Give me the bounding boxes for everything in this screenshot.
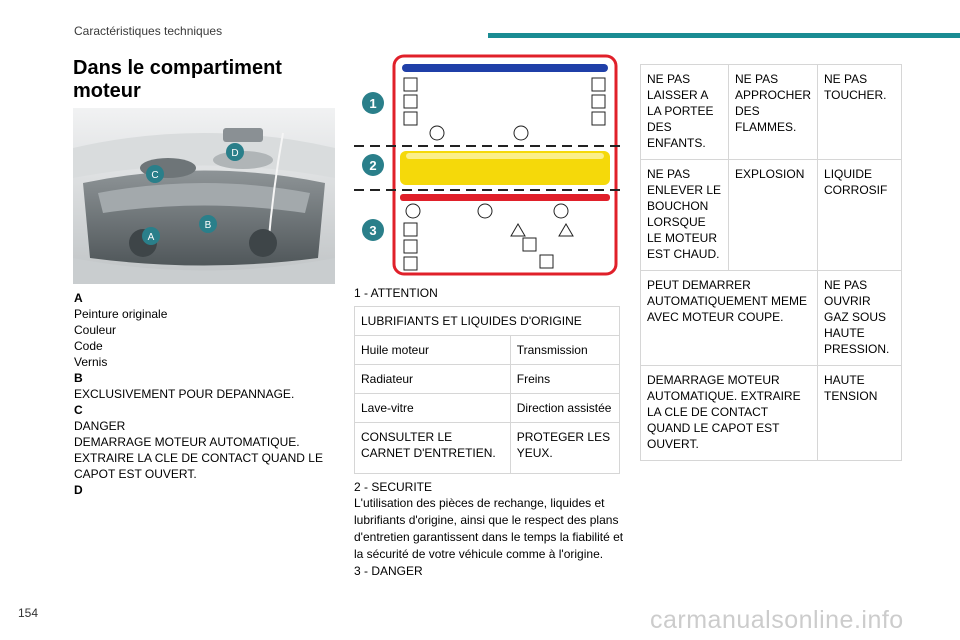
table-row: NE PAS LAISSER A LA PORTEE DES ENFANTS. … [640, 64, 902, 160]
table-cell: HAUTE TENSION [817, 365, 902, 461]
table-cell: NE PAS LAISSER A LA PORTEE DES ENFANTS. [640, 64, 729, 160]
table-cell: CONSULTER LE CARNET D'ENTRETIEN. [354, 422, 511, 474]
table-cell: PEUT DEMARRER AUTOMATIQUEMENT MEME AVEC … [639, 270, 819, 366]
legend-letter: D [74, 483, 83, 497]
page-title: Dans le compartiment moteur [73, 57, 282, 102]
svg-text:B: B [205, 220, 212, 231]
table-row: PEUT DEMARRER AUTOMATIQUEMENT MEME AVEC … [639, 270, 902, 366]
table-row: Lave-vitre Direction assistée [354, 393, 621, 423]
section2-text: L'utilisation des pièces de rechange, li… [354, 496, 624, 561]
table-cell: EXPLOSION [727, 159, 819, 271]
table-cell: NE PAS ENLEVER LE BOUCHON LORSQUE LE MOT… [640, 159, 729, 271]
table-cell: DEMARRAGE MOTEUR AUTOMATIQUE. EXTRAIRE L… [639, 365, 819, 461]
legend-letter: A [74, 291, 83, 305]
table-cell: Huile moteur [354, 335, 511, 365]
label-diagram-svg: 1 2 3 [354, 54, 626, 276]
svg-text:3: 3 [369, 223, 376, 238]
photo-legend: A Peinture originale Couleur Code Vernis… [74, 290, 336, 498]
zone1-symbols [403, 77, 606, 141]
table-row: Radiateur Freins [354, 364, 621, 394]
danger-table: NE PAS LAISSER A LA PORTEE DES ENFANTS. … [639, 64, 902, 461]
band-yellow [400, 151, 610, 185]
table-cell: Transmission [509, 335, 621, 365]
svg-text:C: C [151, 170, 158, 181]
legend-line: EXCLUSIVEMENT POUR DEPANNAGE. [74, 387, 295, 401]
page-number: 154 [18, 606, 39, 620]
band-blue [402, 64, 608, 72]
table-cell: PROTEGER LES YEUX. [509, 422, 621, 474]
table-cell: LIQUIDE CORROSIF [817, 159, 902, 271]
table-cell: Freins [509, 364, 621, 394]
legend-item-a: A Peinture originale Couleur Code Vernis [74, 290, 336, 370]
badge-1-icon: 1 [362, 92, 384, 114]
legend-line: DANGER [74, 419, 126, 433]
running-header: Caractéristiques techniques [74, 24, 223, 38]
zone3-symbols [403, 203, 574, 271]
legend-item-d: D [74, 482, 336, 498]
table-row: DEMARRAGE MOTEUR AUTOMATIQUE. EXTRAIRE L… [639, 365, 902, 461]
table-row: NE PAS ENLEVER LE BOUCHON LORSQUE LE MOT… [640, 159, 902, 271]
table-row: CONSULTER LE CARNET D'ENTRETIEN. PROTEGE… [354, 422, 621, 474]
marker-c-icon: C [146, 165, 164, 183]
section2-title: 2 - SECURITE [354, 480, 433, 494]
svg-text:D: D [231, 148, 238, 159]
table-cell: NE PAS APPROCHER DES FLAMMES. [727, 64, 819, 160]
marker-d-icon: D [226, 143, 244, 161]
legend-item-c: C DANGER DEMARRAGE MOTEUR AUTOMATIQUE. E… [74, 402, 336, 482]
table-cell: Direction assistée [509, 393, 621, 423]
middle-column: 1 - ATTENTION LUBRIFIANTS ET LIQUIDES D'… [354, 285, 624, 579]
table-cell: Lave-vitre [354, 393, 511, 423]
warning-label-diagram: 1 2 3 [354, 50, 626, 280]
table-cell: NE PAS OUVRIR GAZ SOUS HAUTE PRESSION. [817, 270, 902, 366]
legend-letter: B [74, 371, 83, 385]
table-row: Huile moteur Transmission [354, 335, 621, 365]
section3-title: 3 - DANGER [354, 564, 423, 578]
marker-a-icon: A [142, 227, 160, 245]
legend-line: Couleur [74, 323, 117, 337]
legend-line: Peinture originale [74, 307, 168, 321]
table-cell: Radiateur [354, 364, 511, 394]
svg-text:1: 1 [369, 96, 376, 111]
marker-b-icon: B [199, 215, 217, 233]
legend-line: Code [74, 339, 103, 353]
engine-compartment-photo: A B C D [73, 108, 335, 284]
badge-2-icon: 2 [362, 154, 384, 176]
watermark: carmanualsonline.info [650, 606, 904, 634]
svg-text:2: 2 [369, 158, 376, 173]
legend-item-b: B EXCLUSIVEMENT POUR DEPANNAGE. [74, 370, 336, 402]
legend-line: EXTRAIRE LA CLE DE CONTACT QUAND LE CAPO… [74, 451, 323, 481]
lubricants-table: LUBRIFIANTS ET LIQUIDES D'ORIGINE Huile … [354, 306, 621, 474]
engine-photo-illustration: A B C D [73, 108, 335, 284]
section1-title: 1 - ATTENTION [354, 286, 438, 300]
legend-line: DEMARRAGE MOTEUR AUTOMATIQUE. [74, 435, 300, 449]
svg-text:A: A [148, 232, 155, 243]
badge-3-icon: 3 [362, 219, 384, 241]
header-accent-bar [488, 33, 960, 38]
table-header-cell: LUBRIFIANTS ET LIQUIDES D'ORIGINE [354, 306, 620, 336]
legend-letter: C [74, 403, 83, 417]
band-red [400, 194, 610, 201]
table-cell: NE PAS TOUCHER. [817, 64, 902, 160]
legend-line: Vernis [74, 355, 108, 369]
